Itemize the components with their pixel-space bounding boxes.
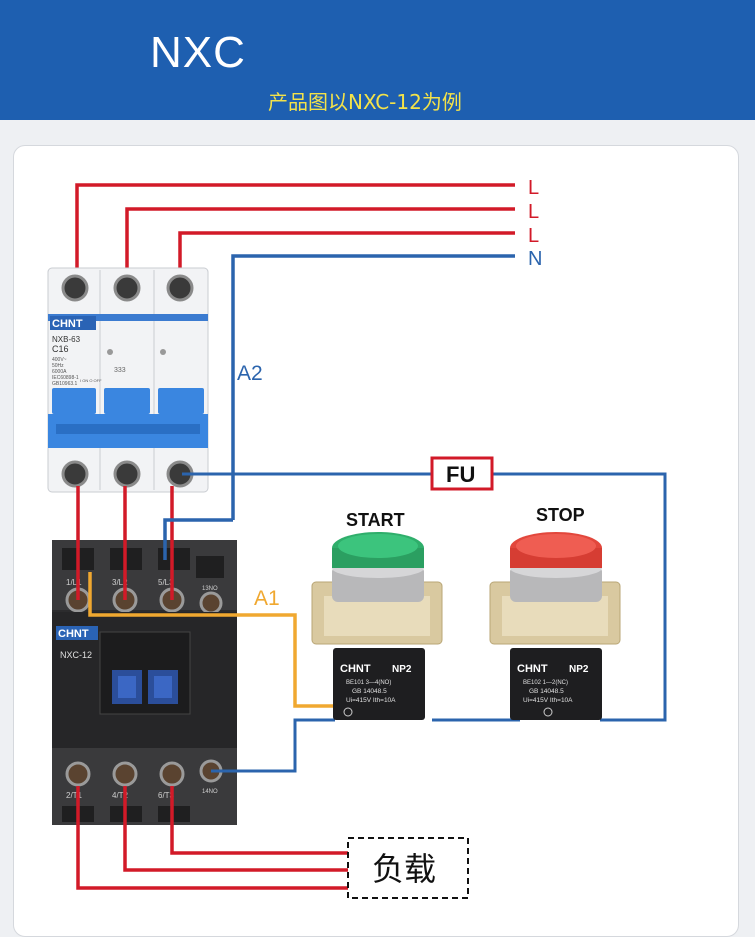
wire-label-a1: A1: [254, 587, 280, 610]
start-label: START: [346, 510, 405, 530]
start-model: NP2: [392, 664, 412, 675]
breaker-top-terminals: [61, 274, 194, 302]
start-brand: CHNT: [340, 663, 371, 675]
contactor-term-14no: 14NO: [202, 789, 218, 795]
breaker-spec-voltage: 400V~: [52, 357, 67, 363]
breaker-handles[interactable]: [48, 388, 208, 448]
wire-a1: [88, 572, 335, 708]
contactor-armature: [112, 670, 178, 704]
wire-start-to-14no: [211, 718, 335, 773]
breaker-std1: IEC60898-1: [52, 375, 79, 381]
contactor-term-1l1: 1/L1: [66, 578, 82, 587]
load-box: 负载: [347, 837, 469, 899]
load-label: 负载: [372, 850, 436, 888]
wire-l1: [75, 183, 515, 290]
breaker-to-contactor-wires: [76, 486, 174, 600]
contactor-brand: CHNT: [58, 628, 89, 640]
breaker-spec-capacity: 6000A: [52, 369, 67, 375]
stop-button[interactable]: STOP CHNT NP2 BE102 1—2(NC) GB 14048.5 U…: [489, 505, 621, 720]
page-title: NXC: [150, 28, 246, 77]
start-line3: Ui=415V Ith=10A: [346, 697, 396, 704]
stop-model: NP2: [569, 664, 589, 675]
stop-brand: CHNT: [517, 663, 548, 675]
contactor: 1/L1 3/L2 5/L3 13NO CHNT NXC-12 2/T1 4/T…: [52, 540, 237, 825]
breaker-rating: C16: [52, 344, 69, 354]
contactor-term-5l3: 5/L3: [158, 578, 174, 587]
start-line2: GB 14048.5: [352, 688, 387, 695]
contactor-term-2t1: 2/T1: [66, 791, 83, 800]
fuse-label: FU: [446, 462, 475, 487]
load-wires: [76, 786, 348, 890]
header-banner: NXC 产品图以NXC-12为例: [0, 0, 755, 120]
wire-fuse-to-stop: [492, 472, 667, 722]
circuit-breaker: CHNT NXB-63 C16 400V~ 50Hz 6000A IEC6089…: [47, 267, 209, 493]
start-button[interactable]: START CHNT NP2 BE101 3—4(NO) GB 14048.5 …: [311, 510, 443, 720]
wire-n-to-a2: [163, 518, 233, 560]
breaker-spec-freq: 50Hz: [52, 363, 64, 369]
wire-l2: [125, 207, 515, 290]
contactor-model: NXC-12: [60, 650, 92, 660]
line-label-l2: L: [528, 201, 539, 223]
wire-n: [231, 254, 515, 520]
stop-line3: Ui=415V Ith=10A: [523, 697, 573, 704]
breaker-model: NXB-63: [52, 335, 81, 344]
fuse: FU: [430, 456, 494, 491]
breaker-on-off: I ON O OFF: [80, 378, 102, 383]
wire-label-a2: A2: [237, 362, 263, 385]
breaker-brand: CHNT: [52, 318, 83, 330]
line-label-l3: L: [528, 225, 539, 247]
breaker-std2: GB10963.1: [52, 381, 78, 387]
start-line1: BE101 3—4(NO): [346, 680, 391, 686]
breaker-bottom-terminals: [61, 460, 194, 488]
stop-label: STOP: [536, 505, 585, 525]
contactor-term-4t2: 4/T2: [112, 791, 129, 800]
breaker-code: 333: [114, 367, 126, 374]
stop-line2: GB 14048.5: [529, 688, 564, 695]
line-label-l1: L: [528, 177, 539, 199]
contactor-term-13no: 13NO: [202, 586, 218, 592]
line-label-n: N: [528, 248, 542, 270]
page-subtitle: 产品图以NXC-12为例: [268, 90, 462, 114]
stop-line1: BE102 1—2(NC): [523, 680, 568, 686]
contactor-term-6t3: 6/T3: [158, 791, 175, 800]
wire-l3: [178, 231, 515, 290]
contactor-term-3l2: 3/L2: [112, 578, 128, 587]
